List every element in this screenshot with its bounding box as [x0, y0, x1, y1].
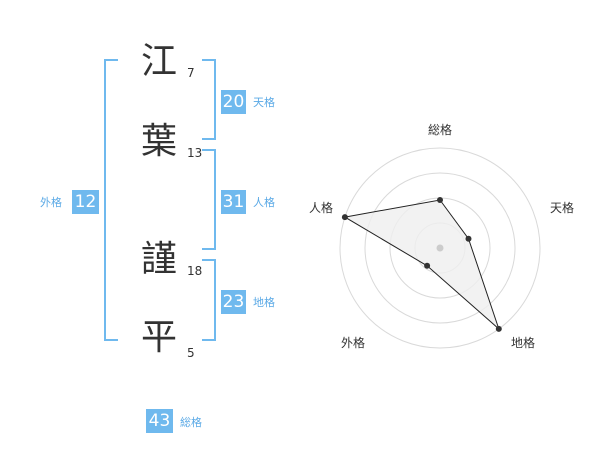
chikaku-bracket [202, 259, 216, 341]
chikaku-score: 23 [221, 290, 246, 314]
radar-ring [364, 172, 516, 324]
radar-area [343, 199, 500, 331]
radar-axis-label-soukaku: 総格 [428, 123, 453, 137]
name-char-3: 謹 [141, 239, 178, 280]
tenkaku-score: 20 [221, 90, 246, 114]
radar-axis-label-chikaku: 地格 [511, 336, 536, 350]
radar-point-3 [495, 325, 502, 332]
radar-axis-label-gaikaku: 外格 [341, 336, 366, 350]
radar-point-5 [341, 214, 348, 221]
radar-center-dot [436, 244, 444, 252]
gaikaku-label: 外格 [40, 196, 62, 209]
stroke-count-1: 7 [187, 66, 195, 80]
gaikaku-score: 12 [72, 190, 99, 214]
radar-point-1 [437, 197, 443, 203]
radar-point-2 [465, 235, 472, 242]
radar-point-4 [424, 262, 431, 269]
radar-axis-label-tenkaku: 天格 [550, 201, 575, 215]
radar-points [341, 197, 502, 332]
soukaku-label: 総格 [180, 416, 202, 429]
tenkaku-bracket [202, 59, 216, 140]
jinkaku-score: 31 [221, 190, 246, 214]
name-char-1: 江 [141, 41, 178, 82]
stroke-count-2: 13 [187, 146, 203, 160]
stroke-count-4: 5 [187, 346, 195, 360]
name-char-2: 葉 [141, 121, 178, 162]
radar-ring [339, 147, 541, 349]
jinkaku-bracket [202, 149, 216, 250]
gaikaku-bracket [104, 59, 118, 341]
soukaku-score: 43 [146, 409, 173, 433]
jinkaku-label: 人格 [253, 196, 275, 209]
name-char-4: 平 [141, 317, 178, 358]
radar-axis-label-jinkaku: 人格 [309, 201, 334, 215]
tenkaku-label: 天格 [253, 96, 275, 109]
stroke-count-3: 18 [187, 264, 203, 278]
chikaku-label: 地格 [253, 296, 275, 309]
